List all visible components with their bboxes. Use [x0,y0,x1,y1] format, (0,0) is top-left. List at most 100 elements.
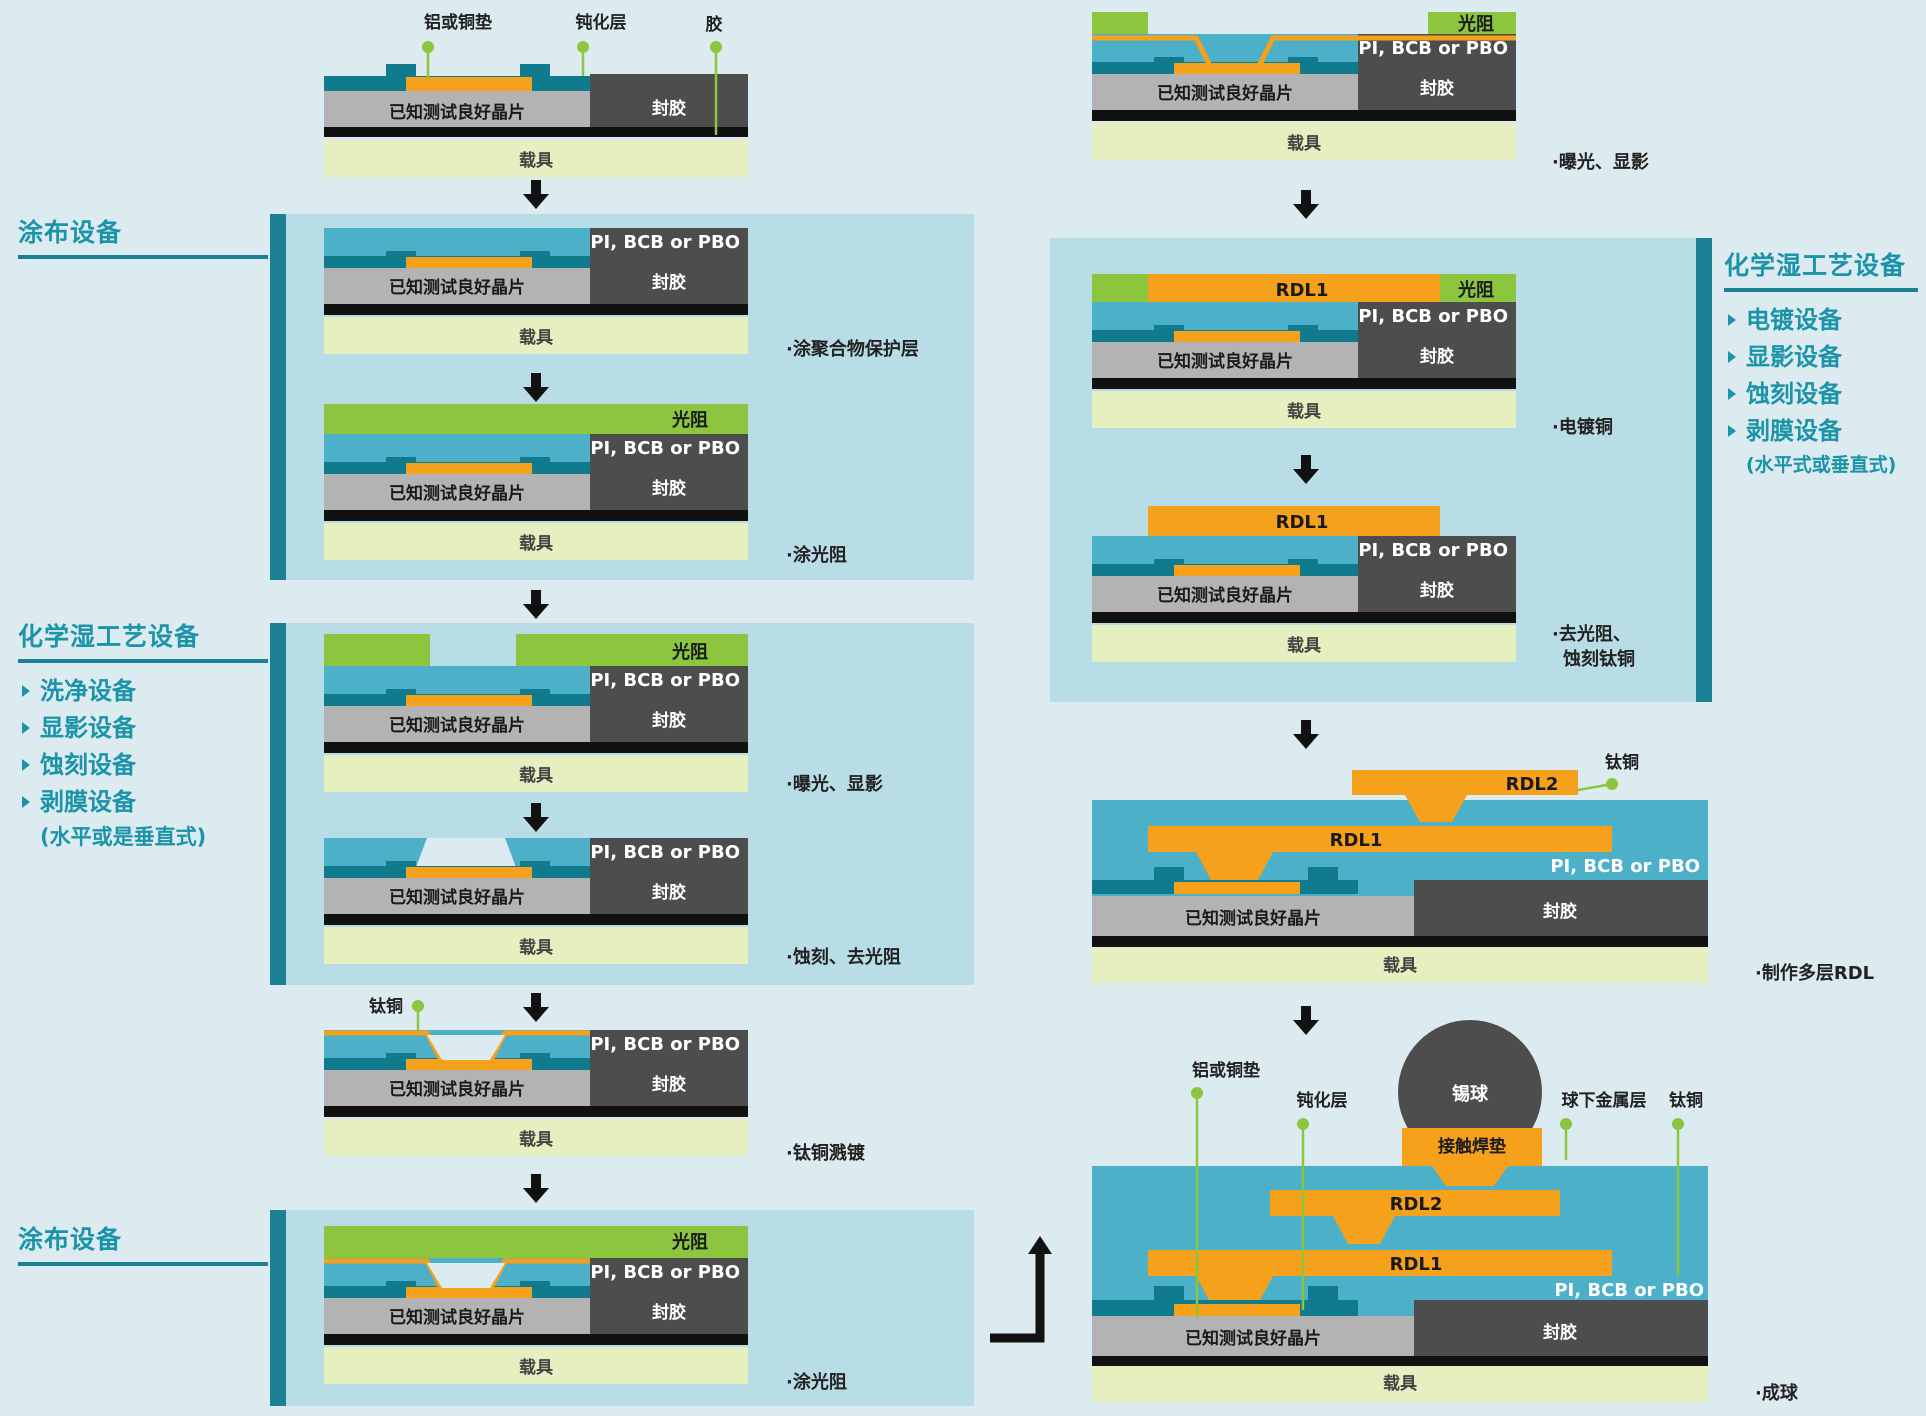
mold-label: 封胶 [1543,1322,1577,1343]
photoresist-layer [516,634,748,666]
photoresist-layer [324,404,748,434]
step-caption: ·制作多层RDL [1755,963,1875,984]
triangle-bullet-icon [1728,351,1736,363]
triangle-bullet-icon [22,796,30,808]
mold-label: 封胶 [652,98,686,119]
die-label: 已知测试良好晶片 [1157,585,1293,606]
list-item: 电镀设备 [1724,302,1918,339]
triangle-bullet-icon [1728,388,1736,400]
aluminum-copper-pad [406,257,532,268]
mold-compound [590,838,748,914]
list-item-label: 洗净设备 [40,677,136,705]
step-caption: ·涂聚合物保护层 [786,339,919,360]
mold-compound [590,228,748,304]
passivation-step [1154,1286,1184,1300]
rdl1-label: RDL1 [1390,1254,1443,1275]
arrow-down-icon [1293,734,1319,749]
known-good-die [1092,74,1358,110]
die-label: 已知测试良好晶片 [389,277,525,298]
list-item: 蚀刻设备 [18,747,268,784]
photoresist-label: 光阻 [1457,279,1494,301]
mold-compound [590,1030,748,1106]
rdl1-copper [1148,1250,1612,1304]
known-good-die [1092,896,1414,936]
mold-compound [1414,1300,1708,1356]
arrow-down-icon [1293,1020,1319,1035]
arrow-down-icon [1301,455,1311,470]
aluminum-copper-pad [1174,882,1300,894]
aluminum-copper-pad [1174,331,1300,342]
mold-label: 封胶 [652,478,686,499]
callout-label: 铝或铜垫 [1192,1060,1260,1081]
mold-label: 封胶 [1420,346,1454,367]
ti-cu-seed-layer [324,1030,748,1065]
arrow-down-icon [523,194,549,209]
die-label: 已知测试良好晶片 [1185,908,1321,929]
rdl1-label: RDL1 [1330,830,1383,851]
turn-arrow-icon [990,1252,1045,1343]
turn-arrow-icon [1028,1236,1052,1254]
arrow-down-icon [531,590,541,605]
divider [18,1262,268,1266]
passivation-step [1308,867,1338,881]
known-good-die [1092,342,1358,378]
die-label: 已知测试良好晶片 [1157,351,1293,372]
dielectric-label: PI, BCB or PBO [1358,38,1508,59]
aluminum-copper-pad [1174,565,1300,576]
carrier-label: 载具 [1287,401,1321,422]
carrier-label: 载具 [519,150,553,171]
arrow-down-icon [531,373,541,388]
carrier-label: 载具 [519,937,553,958]
coating-equipment-top-title: 涂布设备 [18,218,123,247]
mold-label: 封胶 [1420,580,1454,601]
carrier [324,523,748,560]
step-caption: ·曝光、显影 [786,774,883,795]
bond-layer [324,914,748,925]
list-item-label: 电镀设备 [1746,306,1842,334]
list-item-label: 显影设备 [40,714,136,742]
dielectric-label: PI, BCB or PBO [590,1034,740,1055]
list-item: 剥膜设备 [18,784,268,821]
bond-layer [1092,1356,1708,1366]
list-item-label: 剥膜设备 [1746,417,1842,445]
photoresist-label: 光阻 [671,641,708,663]
carrier [324,1119,748,1156]
dielectric-label: PI, BCB or PBO [590,670,740,691]
rdl1-copper [1148,826,1612,880]
rdl2-label: RDL2 [1390,1194,1443,1215]
mold-label: 封胶 [652,272,686,293]
passivation-step [1154,867,1184,881]
bond-layer [324,127,748,137]
contact-pad [1402,1128,1542,1186]
mold-label: 封胶 [1420,78,1454,99]
dielectric-label: PI, BCB or PBO [590,438,740,459]
rdl2-copper [1352,770,1578,822]
mold-compound [590,1258,748,1334]
aluminum-copper-pad [1174,1304,1300,1316]
carrier-label: 载具 [519,533,553,554]
dielectric-label: PI, BCB or PBO [1358,306,1508,327]
aluminum-copper-pad [406,77,532,91]
coating-equipment-bottom-title: 涂布设备 [18,1225,123,1254]
callout-label: 球下金属层 [1562,1090,1647,1111]
die-label: 已知测试良好晶片 [389,1307,525,1328]
bond-layer [324,1334,748,1345]
callout-label: 钛铜 [369,996,403,1017]
panel-bar [270,623,286,985]
photoresist-label: 光阻 [671,409,708,431]
mold-compound [590,74,748,127]
carrier [324,927,748,964]
carrier-label: 载具 [1383,1373,1417,1394]
die-label: 已知测试良好晶片 [389,102,525,123]
step-caption: ·涂光阻 [786,1372,847,1393]
die-label: 已知测试良好晶片 [1185,1328,1321,1349]
photoresist-label: 光阻 [1457,13,1494,35]
arrow-down-icon [531,803,541,818]
aluminum-copper-pad [406,695,532,706]
mold-compound [590,666,748,742]
carrier [324,755,748,792]
callout-label: 钝化层 [576,12,627,33]
bond-layer [1092,612,1516,623]
carrier-label: 载具 [519,765,553,786]
known-good-die [324,268,590,304]
